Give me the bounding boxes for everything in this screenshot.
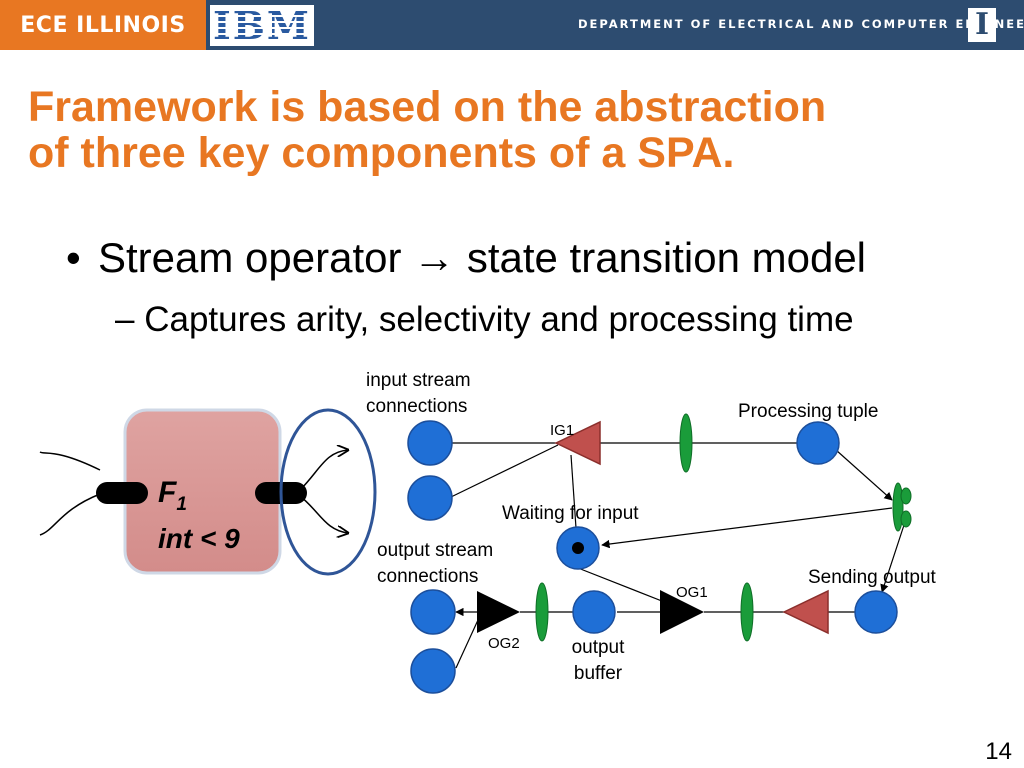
edge-og2-output2 bbox=[455, 619, 479, 669]
label-ig1: IG1 bbox=[550, 422, 574, 439]
transition-og1 bbox=[660, 590, 704, 634]
label-processing-tuple: Processing tuple bbox=[738, 401, 878, 422]
transition-send bbox=[782, 589, 829, 635]
slide-title: Framework is based on the abstraction of… bbox=[28, 84, 1008, 176]
sub-bullet-text: Captures arity, selectivity and processi… bbox=[144, 300, 854, 339]
transition-og2 bbox=[477, 591, 520, 633]
bullet-marker: • bbox=[66, 234, 81, 281]
ibm-logo: IBM bbox=[210, 5, 314, 46]
ece-illinois-logo: ECE ILLINOIS bbox=[0, 0, 206, 50]
place-output-buffer bbox=[572, 590, 616, 634]
label-og1: OG1 bbox=[676, 584, 708, 601]
place-sending-output bbox=[854, 590, 898, 634]
bullet-level-2: – Captures arity, selectivity and proces… bbox=[115, 300, 854, 340]
edge-ig1-waiting bbox=[570, 454, 577, 529]
label-input-connections-1: input stream bbox=[366, 370, 471, 391]
sub-bullet-marker: – bbox=[115, 300, 135, 339]
token-bar-send bbox=[740, 582, 754, 642]
operator-name: F1 bbox=[158, 476, 187, 515]
edge-complete-sending bbox=[880, 521, 906, 593]
place-output-stream-2 bbox=[410, 648, 456, 694]
label-input-connections-2: connections bbox=[366, 396, 467, 417]
label-output-connections-2: connections bbox=[377, 566, 478, 587]
label-waiting-for-input: Waiting for input bbox=[502, 503, 639, 524]
place-output-stream-1 bbox=[410, 589, 456, 635]
department-name: DEPARTMENT OF ELECTRICAL AND COMPUTER EN… bbox=[578, 17, 1024, 31]
operator-box-group: F1 int < 9 bbox=[39, 408, 377, 576]
slide-number: 14 bbox=[985, 738, 1012, 765]
place-processing-tuple bbox=[796, 421, 840, 465]
title-line-2: of three key components of a SPA. bbox=[28, 129, 735, 177]
illinois-block-i-icon: I bbox=[968, 8, 996, 42]
label-output-buffer-2: buffer bbox=[574, 663, 623, 684]
output-edge-curve-bottom bbox=[299, 495, 348, 533]
title-line-1: Framework is based on the abstraction bbox=[28, 83, 827, 131]
label-output-buffer-1: output bbox=[572, 637, 626, 658]
token-bar-ig1 bbox=[679, 413, 693, 473]
output-edge-curve-top bbox=[299, 450, 348, 491]
ibm-logo-text: IBM bbox=[213, 3, 311, 48]
input-edge-curve-top bbox=[39, 451, 101, 471]
edge-processing-complete bbox=[835, 449, 893, 501]
label-og2: OG2 bbox=[488, 635, 520, 652]
bullet-level-1: • Stream operator → state transition mode… bbox=[66, 234, 866, 282]
place-input-stream-1 bbox=[407, 420, 453, 466]
transition-ig1 bbox=[554, 420, 601, 466]
token-dot-complete-1 bbox=[900, 487, 912, 505]
label-sending-output: Sending output bbox=[808, 567, 937, 588]
input-port-icon bbox=[96, 482, 148, 504]
label-output-connections-1: output stream bbox=[377, 540, 493, 561]
place-input-stream-2 bbox=[407, 475, 453, 521]
ece-illinois-text: ECE ILLINOIS bbox=[20, 12, 186, 38]
edge-waiting-og1 bbox=[577, 567, 673, 606]
operator-predicate: int < 9 bbox=[158, 523, 240, 554]
token-bar-og2 bbox=[535, 582, 549, 642]
edge-input2-ig1 bbox=[450, 444, 559, 498]
edge-complete-waiting bbox=[601, 507, 893, 549]
output-connections-highlight bbox=[279, 408, 377, 576]
input-edge-curve-bottom bbox=[39, 493, 101, 536]
token-dot-complete-2 bbox=[900, 510, 912, 528]
token-dot bbox=[572, 542, 584, 554]
bullet-text: Stream operator → state transition model bbox=[98, 234, 867, 281]
